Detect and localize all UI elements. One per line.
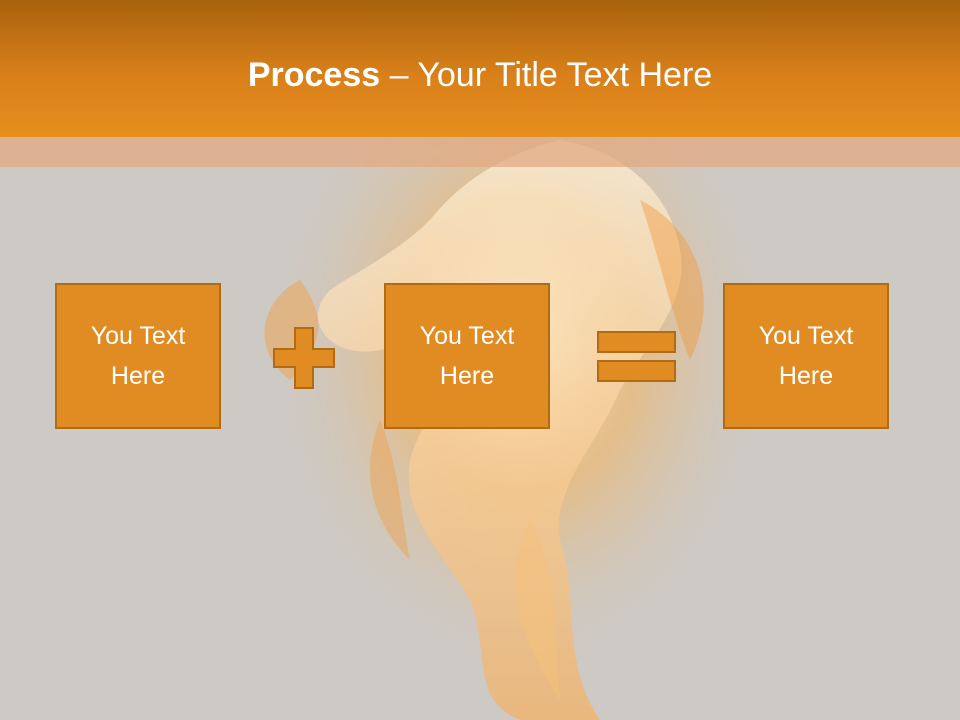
plus-icon [273,327,335,389]
title-rest: Your Title Text Here [417,56,713,94]
process-box-3: You Text Here [723,283,889,429]
equals-icon [597,331,676,382]
process-box-1: You Text Here [55,283,221,429]
title-dash: – [380,56,418,94]
title-bold: Process [247,56,381,94]
process-box-2-text: You Text Here [419,322,515,390]
process-box-1-text: You Text Here [90,322,186,390]
title-strip [0,137,960,167]
process-box-2: You Text Here [384,283,550,429]
slide-title: Process – Your Title Text Here [0,52,960,98]
title-bar [0,0,960,137]
process-box-3-text: You Text Here [758,322,854,390]
